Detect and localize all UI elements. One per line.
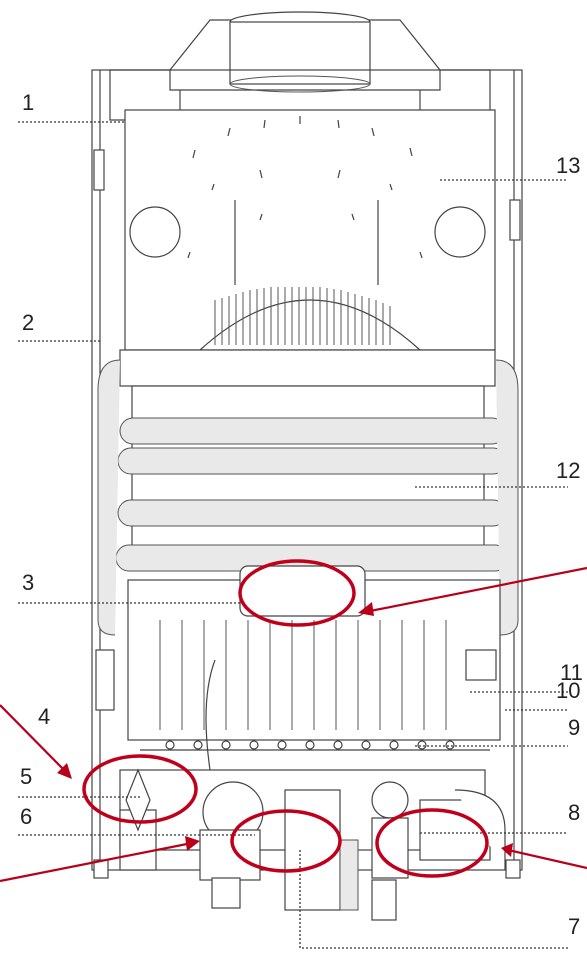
label-6: 6 xyxy=(20,804,33,829)
label-7: 7 xyxy=(568,914,581,939)
label-2: 2 xyxy=(22,310,35,335)
highlight-box xyxy=(375,808,489,878)
label-11: 11 xyxy=(560,660,583,685)
leader-lines xyxy=(18,121,568,949)
highlight-valve xyxy=(230,809,342,873)
label-12: 12 xyxy=(556,458,581,483)
burner-assembly xyxy=(95,565,501,751)
label-5: 5 xyxy=(20,764,33,789)
label-8: 8 xyxy=(568,800,581,825)
highlights xyxy=(82,559,489,878)
label-13: 13 xyxy=(556,153,581,178)
label-10: 10 xyxy=(556,678,581,703)
flue-hood xyxy=(109,11,491,121)
label-4: 4 xyxy=(38,704,51,729)
draft-hood xyxy=(124,109,496,351)
highlight-knob xyxy=(82,754,198,824)
arrows xyxy=(0,566,587,883)
label-9: 9 xyxy=(568,715,581,740)
label-3: 3 xyxy=(22,570,35,595)
heat-exchanger xyxy=(97,349,519,636)
label-1: 1 xyxy=(22,90,35,115)
highlight-ignition xyxy=(238,559,356,627)
